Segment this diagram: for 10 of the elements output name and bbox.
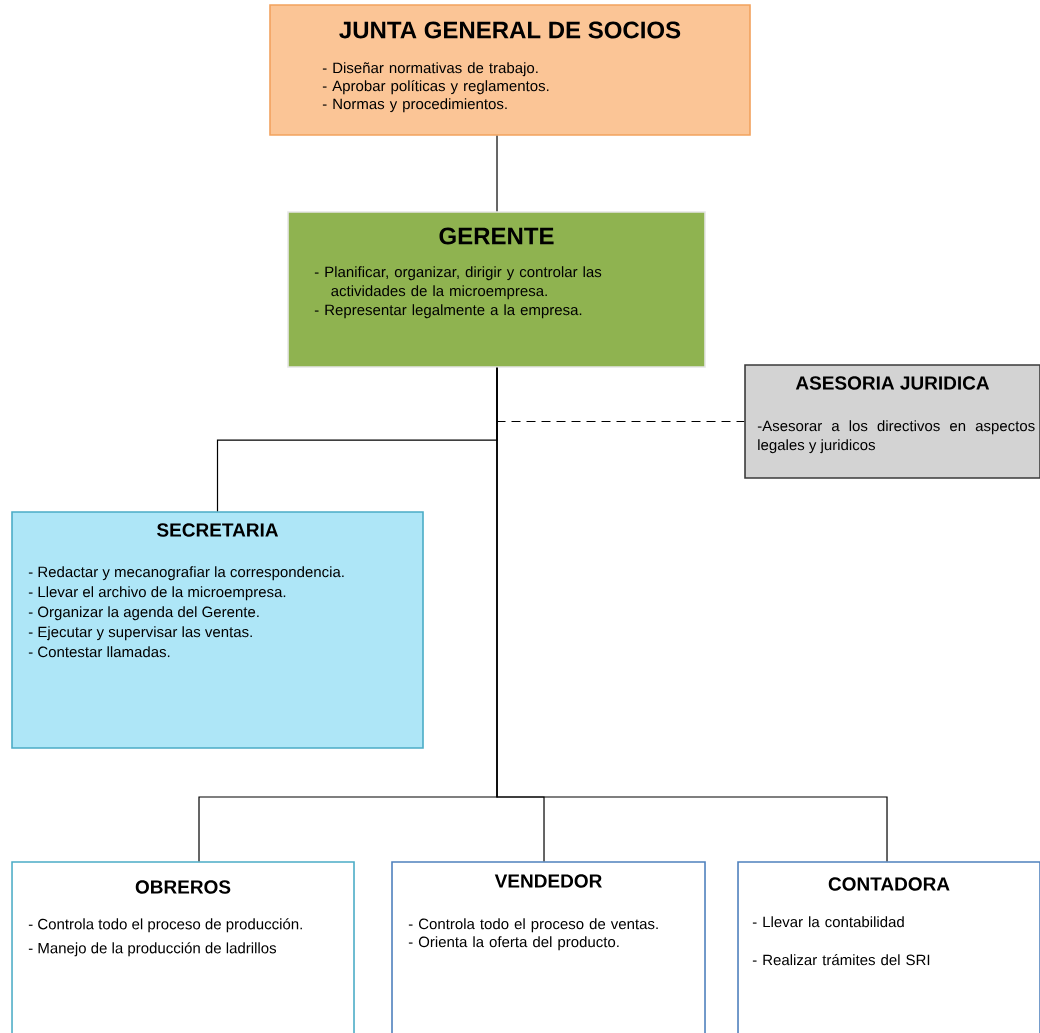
role-box: SECRETARIA - Redactar y mecanografiar la correspondencia. - Llevar el archivo de la microempresa. - Organizar la agenda del Gerente. - Ejecutar y supervisar las ventas. - Contestar llamadas. xyxy=(11,511,424,749)
role-box: GERENTE - Planificar, organizar, dirigir y controlar las actividades de la microempresa. - Representar legalmente a la empresa. xyxy=(287,211,706,368)
dashed-connector xyxy=(495,420,745,423)
role-box: JUNTA GENERAL DE SOCIOS - Diseñar normativas de trabajo. - Aprobar políticas y reglamentos. - Normas y procedimientos. xyxy=(269,4,751,136)
role-box: VENDEDOR - Controla todo el proceso de ventas. - Orienta la oferta del producto. xyxy=(391,861,706,1033)
role-box: ASESORIA JURIDICA -Asesorar a los directivos en aspectos legales y juridicos xyxy=(744,364,1040,479)
role-box: OBREROS - Controla todo el proceso de producción. - Manejo de la producción de ladrillos xyxy=(11,861,355,1033)
role-box: CONTADORA - Llevar la contabilidad - Realizar trámites del SRI xyxy=(737,861,1040,1033)
connector-line xyxy=(496,367,888,862)
connector-line xyxy=(496,135,498,212)
